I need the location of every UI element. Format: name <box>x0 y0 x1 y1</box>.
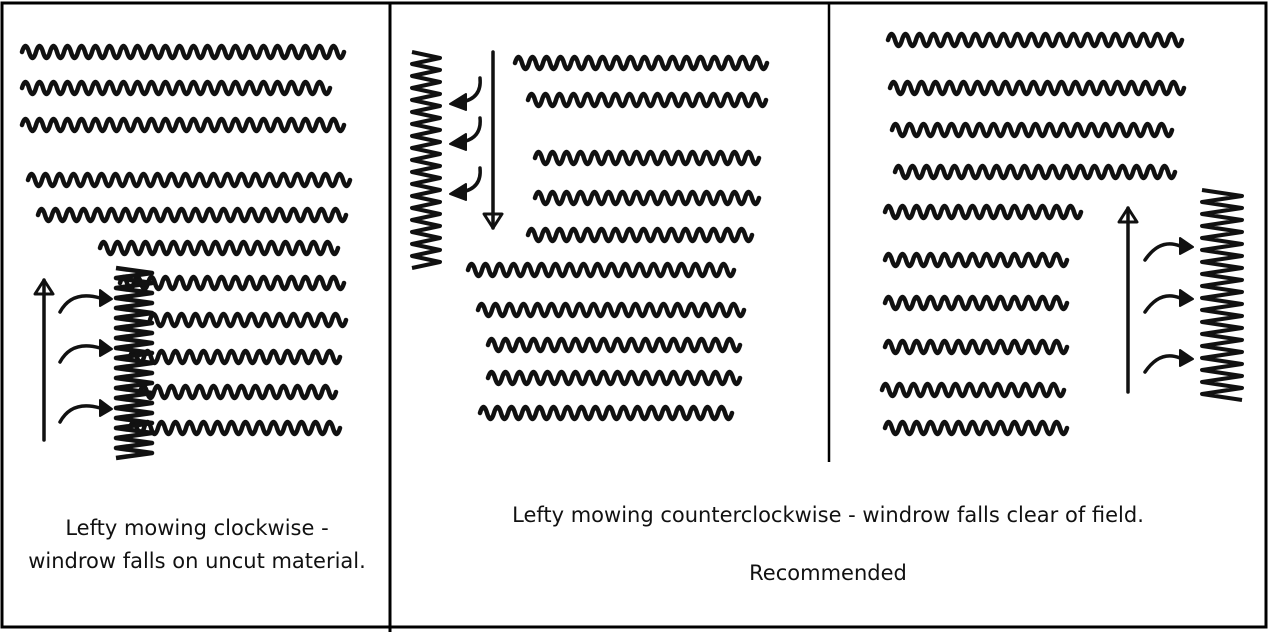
curved-arrow-clockwise-3 <box>58 404 102 424</box>
curved-arrow-right-3 <box>1143 354 1182 374</box>
crop-row <box>879 381 1067 399</box>
crop-row <box>19 43 347 61</box>
caption-clockwise-line-2: windrow falls on uncut material. <box>28 549 366 573</box>
crop-row <box>137 383 339 401</box>
curved-arrow-right-2-head <box>1179 289 1194 307</box>
curved-arrow-right-1-head <box>1179 237 1194 255</box>
crop-row <box>97 239 341 257</box>
crop-row <box>889 121 1175 139</box>
caption-clockwise: Lefty mowing clockwise - windrow falls o… <box>8 512 386 578</box>
crop-row <box>117 274 347 292</box>
crop-row <box>25 171 353 189</box>
windrows <box>113 50 1244 461</box>
curved-arrow-counterclockwise-1-head <box>449 93 467 111</box>
caption-clockwise-line-1: Lefty mowing clockwise - <box>65 516 329 540</box>
crop-row <box>882 419 1070 437</box>
crop-row <box>525 226 755 244</box>
curved-arrow-right-2 <box>1143 294 1182 314</box>
mowing-direction-arrows <box>33 50 1194 442</box>
crop-row <box>532 149 762 167</box>
crop-row <box>882 251 1070 269</box>
crop-row <box>35 206 349 224</box>
crop-row <box>465 261 737 279</box>
crop-row <box>882 294 1070 312</box>
curved-arrow-clockwise-2 <box>58 344 102 364</box>
recommended-label: Recommended <box>749 561 907 585</box>
crop-row <box>485 369 743 387</box>
crop-row <box>532 189 762 207</box>
uncut-crop-rows <box>19 31 1187 437</box>
crop-row <box>127 419 343 437</box>
windrow-right <box>1200 188 1244 402</box>
crop-row <box>485 336 743 354</box>
crop-row <box>882 338 1070 356</box>
curved-arrow-right-3-head <box>1179 349 1194 367</box>
crop-row <box>885 31 1185 49</box>
crop-row <box>887 79 1187 97</box>
direction-arrow-down-head <box>482 212 504 230</box>
curved-arrow-clockwise-1-head <box>99 289 113 307</box>
windrow-on-uncut <box>113 265 155 461</box>
crop-row <box>147 311 349 329</box>
curved-arrow-clockwise-3-head <box>99 399 113 417</box>
curved-arrow-clockwise-2-head <box>99 339 113 357</box>
crop-row <box>127 348 343 366</box>
crop-row <box>512 54 770 72</box>
direction-arrow-up-left-head <box>33 278 55 296</box>
crop-row <box>19 79 333 97</box>
crop-row <box>477 404 735 422</box>
crop-row <box>475 301 747 319</box>
crop-row <box>525 91 769 109</box>
crop-row <box>19 116 347 134</box>
crop-row <box>882 203 1084 221</box>
direction-arrow-up-right-head <box>1117 206 1139 224</box>
curved-arrow-right-1 <box>1143 242 1182 262</box>
curved-arrow-counterclockwise-3-head <box>449 183 467 201</box>
caption-counterclockwise: Lefty mowing counterclockwise - windrow … <box>512 503 1144 527</box>
crop-row <box>892 163 1178 181</box>
curved-arrow-counterclockwise-2-head <box>449 133 467 151</box>
windrow-left <box>410 50 442 270</box>
curved-arrow-clockwise-1 <box>58 294 102 314</box>
